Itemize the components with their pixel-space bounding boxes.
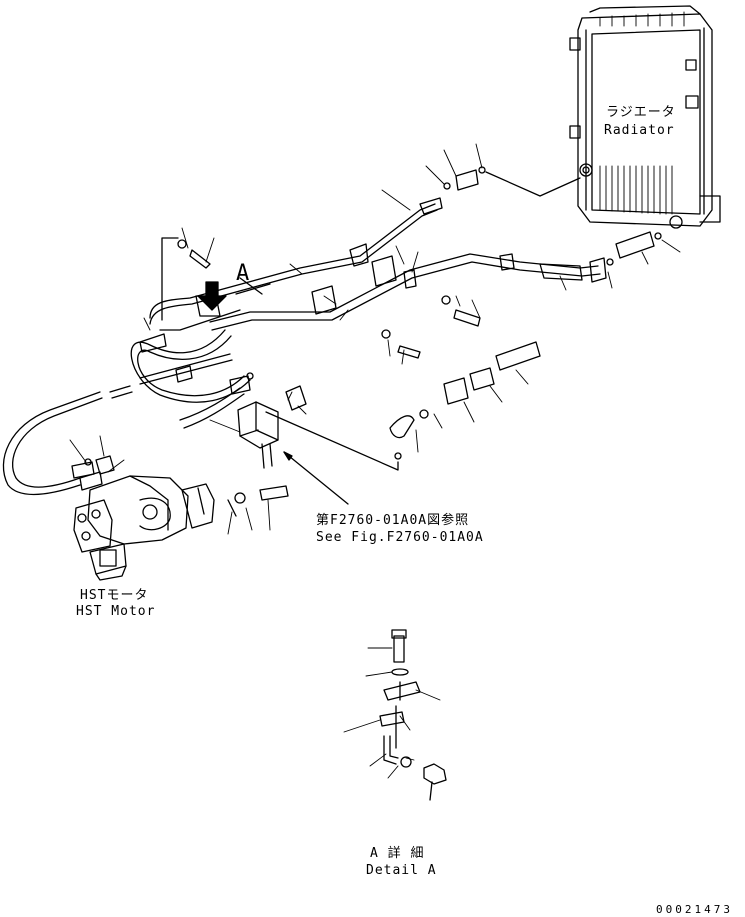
hose-to-fitting <box>179 375 251 429</box>
hose-ab <box>139 277 263 383</box>
detail-a-label-en: Detail A <box>366 863 437 878</box>
radiator <box>569 5 721 229</box>
hst-motor-label-en: HST Motor <box>76 604 156 619</box>
radiator-lower-fittings <box>589 231 662 283</box>
hose-lower-loop <box>130 329 251 403</box>
reference-arrow <box>265 411 399 505</box>
reference-label-en: See Fig.F2760-01A0A <box>316 530 484 545</box>
radiator-label-en: Radiator <box>604 123 675 138</box>
radiator-return-line <box>443 166 581 197</box>
fittings-right <box>389 341 541 460</box>
hst-motor <box>73 475 215 581</box>
view-arrow-a <box>197 281 271 311</box>
callout-leaders <box>69 143 681 535</box>
hose-left-run <box>2 385 133 496</box>
drawing-number: 00021473 <box>656 903 733 916</box>
bolts <box>177 239 481 517</box>
view-a-label: A <box>236 261 250 286</box>
detail-a-label-jp: A 詳 細 <box>370 846 425 861</box>
reference-label-jp: 第F2760-01A0A図参照 <box>316 513 470 528</box>
hose-upper <box>149 197 443 325</box>
detail-a <box>343 629 447 801</box>
hst-fittings <box>71 455 115 479</box>
hst-motor-label-jp: HSTモータ <box>80 588 149 603</box>
radiator-label-jp: ラジエータ <box>606 105 676 120</box>
leader-bracket <box>161 237 179 321</box>
center-block <box>237 372 307 469</box>
hose-middle <box>209 253 601 331</box>
spacers <box>311 255 397 315</box>
